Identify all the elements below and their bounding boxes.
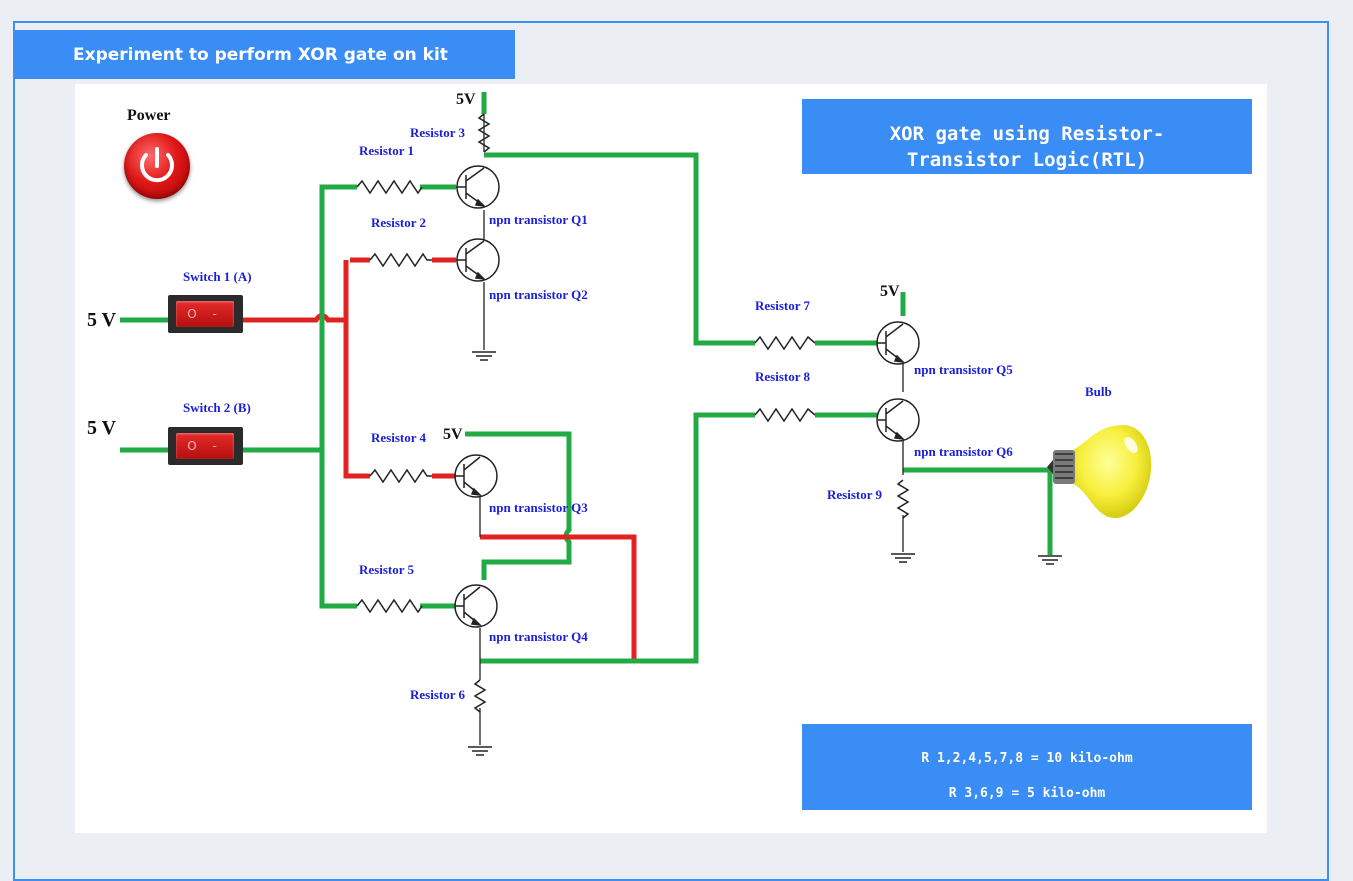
transistor-q6 xyxy=(876,398,920,442)
resistor-5 xyxy=(356,598,423,614)
bulb xyxy=(1043,420,1153,525)
resistor-6 xyxy=(473,679,487,713)
resistor-values-line-1: R 1,2,4,5,7,8 = 10 kilo-ohm xyxy=(921,751,1133,766)
transistor-q3-label: npn transistor Q3 xyxy=(489,500,588,515)
resistor-3-label: Resistor 3 xyxy=(410,125,466,140)
resistor-9-label: Resistor 9 xyxy=(827,487,883,502)
switch-1-toggle[interactable]: O - xyxy=(168,295,243,333)
switch-1-glyph: O - xyxy=(176,301,234,327)
circuit-title-line-2: Transistor Logic(RTL) xyxy=(906,149,1148,171)
switch-2-toggle[interactable]: O - xyxy=(168,427,243,465)
wire-a-bus xyxy=(343,257,370,479)
power-button[interactable] xyxy=(124,133,190,199)
transistor-q1-label: npn transistor Q1 xyxy=(489,212,588,227)
transistor-q5-label: npn transistor Q5 xyxy=(914,362,1013,377)
power-label: Power xyxy=(127,107,171,124)
switch-1-label: Switch 1 (A) xyxy=(183,269,252,284)
transistor-q1 xyxy=(456,165,500,209)
switch-2-label: Switch 2 (B) xyxy=(183,400,251,415)
supply-q5-label: 5V xyxy=(880,283,900,300)
switch-2-glyph: O - xyxy=(176,433,234,459)
input-2-voltage: 5 V xyxy=(87,417,117,439)
power-icon xyxy=(140,147,174,183)
wire-switch-a-out xyxy=(243,313,346,323)
transistor-q4 xyxy=(454,584,498,628)
transistor-q4-label: npn transistor Q4 xyxy=(489,629,588,644)
resistor-1-label: Resistor 1 xyxy=(359,143,415,158)
supply-q1-label: 5V xyxy=(456,91,476,108)
transistor-q2 xyxy=(456,238,500,282)
ground-symbol xyxy=(468,351,1062,756)
bulb-label: Bulb xyxy=(1085,384,1112,399)
resistor-values-line-2: R 3,6,9 = 5 kilo-ohm xyxy=(948,786,1106,801)
input-1-voltage: 5 V xyxy=(87,309,117,331)
supply-q3-label: 5V xyxy=(443,426,463,443)
transistor-q6-label: npn transistor Q6 xyxy=(914,444,1013,459)
circuit-title-line-1: XOR gate using Resistor- xyxy=(889,123,1165,145)
resistor-4 xyxy=(369,468,432,484)
circuit-title-panel: XOR gate using Resistor- Transistor Logi… xyxy=(802,99,1252,174)
resistor-7-label: Resistor 7 xyxy=(755,298,811,313)
page-title: Experiment to perform XOR gate on kit xyxy=(15,30,515,79)
resistor-values-panel: R 1,2,4,5,7,8 = 10 kilo-ohm R 3,6,9 = 5 … xyxy=(802,724,1252,810)
transistor-q3 xyxy=(454,454,498,498)
wire-q3-emitter xyxy=(480,534,637,660)
resistor-5-label: Resistor 5 xyxy=(359,562,415,577)
resistor-8 xyxy=(754,407,816,423)
wire-q6-bulb xyxy=(903,467,1053,555)
bulb-icon xyxy=(1047,425,1152,518)
wire-b-bus xyxy=(243,184,357,609)
resistor-9 xyxy=(896,479,910,519)
transistor-q2-label: npn transistor Q2 xyxy=(489,287,588,302)
wire-q4-emitter xyxy=(480,412,755,664)
resistor-4-label: Resistor 4 xyxy=(371,430,427,445)
resistor-7 xyxy=(754,335,816,351)
resistor-6-label: Resistor 6 xyxy=(410,687,466,702)
resistor-2 xyxy=(369,252,432,268)
resistor-3 xyxy=(477,113,491,153)
resistor-8-label: Resistor 8 xyxy=(755,369,811,384)
resistor-1 xyxy=(356,179,423,195)
transistor-q5 xyxy=(876,321,920,365)
resistor-2-label: Resistor 2 xyxy=(371,215,427,230)
wire-q1-collector xyxy=(484,152,755,346)
